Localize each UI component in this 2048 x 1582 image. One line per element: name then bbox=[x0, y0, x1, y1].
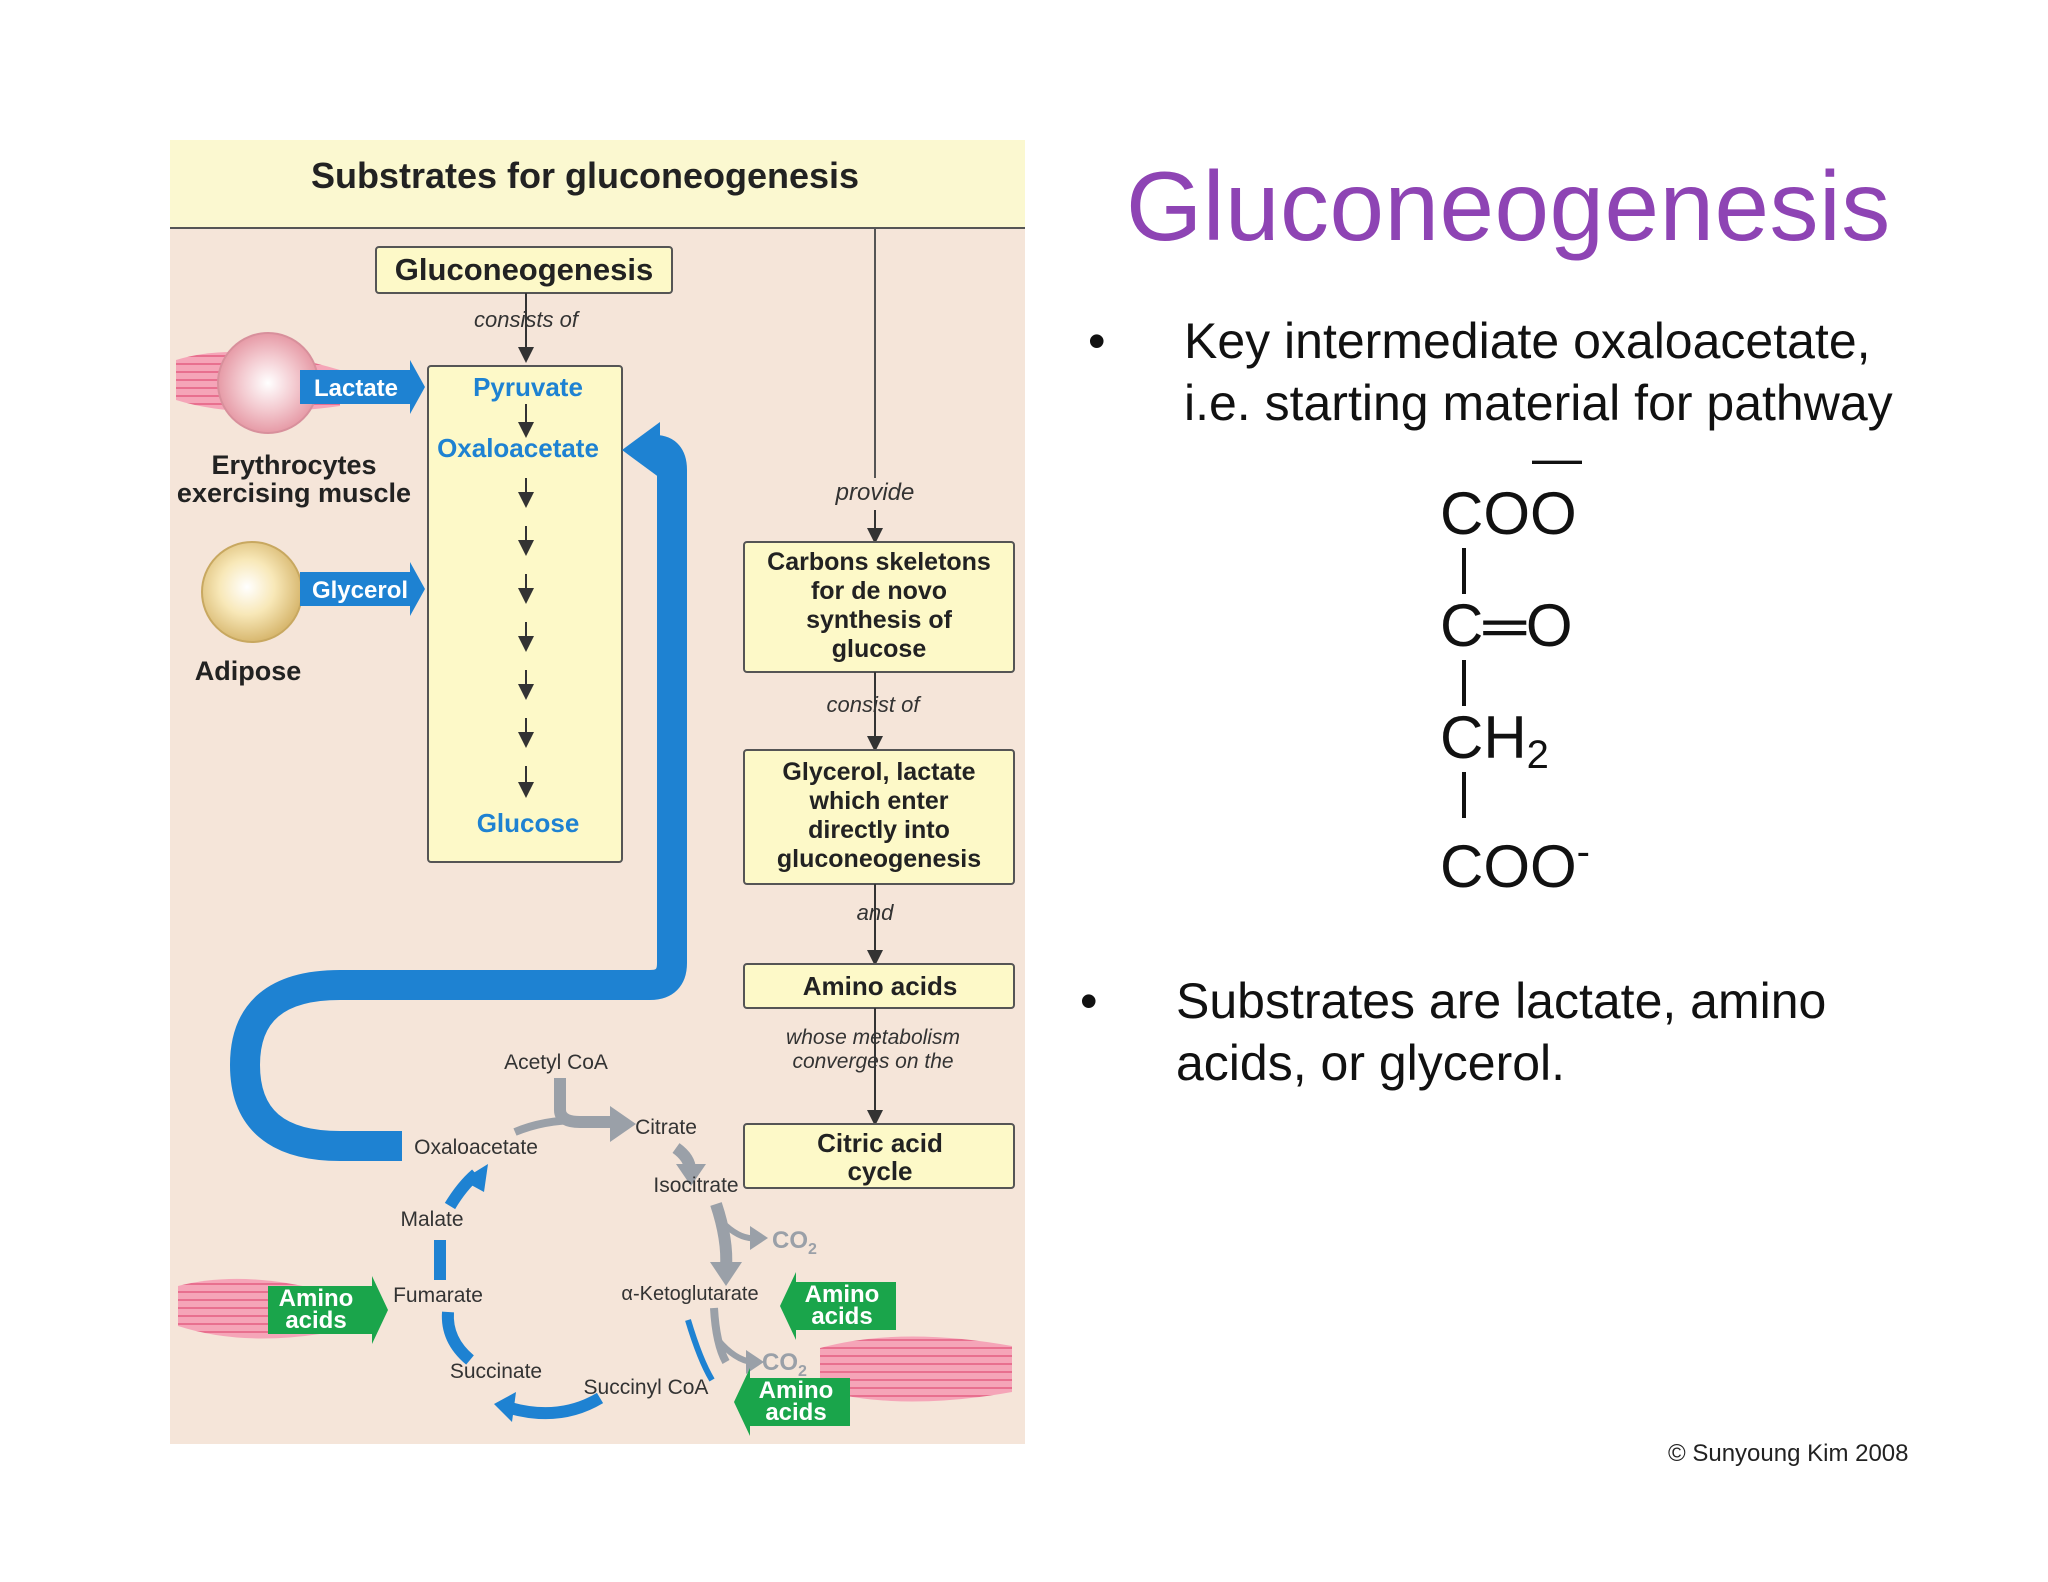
amino-arrow-left-icon bbox=[268, 1276, 388, 1344]
structure-bond-1 bbox=[1462, 548, 1466, 594]
succinate-label: Succinate bbox=[450, 1360, 542, 1383]
glycerol-label: Glycerol bbox=[312, 577, 408, 604]
structure-row-4: COO- bbox=[1440, 822, 1590, 897]
oxaloacetate-return-arrow bbox=[229, 435, 687, 1161]
slide-title: Gluconeogenesis bbox=[1126, 151, 1891, 261]
oxaloacetate-return-arrowhead bbox=[622, 422, 660, 478]
akg-label: α-Ketoglutarate bbox=[621, 1283, 758, 1305]
figure-header-band bbox=[170, 140, 1025, 228]
co2-branch-2-head bbox=[746, 1350, 764, 1374]
structure-o: O bbox=[1525, 592, 1573, 659]
bullet-2-line-1: Substrates are lactate, amino bbox=[1176, 973, 1827, 1029]
carbon-line2: for de novo bbox=[811, 577, 947, 605]
citric-acid-box bbox=[743, 1123, 1015, 1189]
amino-succinyl-line1: Amino bbox=[759, 1377, 834, 1404]
carbon-line3: synthesis of bbox=[806, 606, 953, 634]
malate-label: Malate bbox=[400, 1208, 463, 1231]
succinyl-label: Succinyl CoA bbox=[584, 1376, 709, 1399]
provide-label: provide bbox=[835, 479, 915, 506]
isocitrate-arrowhead bbox=[710, 1262, 742, 1286]
whose-line1: whose metabolism bbox=[786, 1026, 960, 1049]
glycerol-box-line4: gluconeogenesis bbox=[777, 845, 981, 873]
amino-left-line1: Amino bbox=[279, 1285, 354, 1312]
citric-line2: cycle bbox=[847, 1156, 912, 1186]
glycerol-box-line2: which enter bbox=[809, 787, 949, 815]
carbon-line4: glucose bbox=[832, 635, 927, 663]
gluco-box bbox=[375, 246, 673, 294]
amino-akg-line1: Amino bbox=[805, 1281, 880, 1308]
figure-header: Substrates for gluconeogenesis bbox=[311, 155, 859, 196]
muscle-fiber-right-icon bbox=[820, 1336, 1012, 1402]
glucose-label: Glucose bbox=[477, 808, 580, 838]
consists-of-label: consists of bbox=[474, 307, 581, 332]
adipose-label: Adipose bbox=[195, 656, 302, 686]
amino-left-line2: acids bbox=[285, 1307, 346, 1334]
structure-bond-2 bbox=[1462, 660, 1466, 706]
isocitrate-label: Isocitrate bbox=[653, 1174, 738, 1197]
structure-c: C bbox=[1440, 592, 1484, 659]
akg-to-succinyl-arrow bbox=[710, 1307, 730, 1364]
structure-coo-sup: - bbox=[1576, 830, 1590, 874]
acetyl-arrowhead bbox=[610, 1106, 636, 1142]
structure-coo: COO bbox=[1440, 833, 1577, 900]
akg-to-succinyl-blue-arc bbox=[685, 1319, 715, 1382]
pathway-oxaloacetate-label: Oxaloacetate bbox=[437, 433, 599, 463]
cycle-oxaloacetate-label: Oxaloacetate bbox=[414, 1136, 538, 1159]
erythro-line2: exercising muscle bbox=[177, 478, 411, 508]
co2-label-1: CO2 bbox=[772, 1227, 817, 1258]
succinyl-to-succinate-arrow bbox=[508, 1392, 604, 1420]
bullet-1-text: Key intermediate oxaloacetate, i.e. star… bbox=[1184, 310, 1893, 434]
adipose-cell-icon bbox=[201, 541, 303, 643]
amino-acids-box bbox=[743, 963, 1015, 1009]
co2-label-2: CO2 bbox=[762, 1349, 807, 1380]
structure-row-3: CH2 bbox=[1440, 708, 1549, 785]
bullet-1-line-2: i.e. starting material for pathway bbox=[1184, 375, 1893, 431]
acetyl-coa-label: Acetyl CoA bbox=[504, 1051, 608, 1074]
copyright: © Sunyoung Kim 2008 bbox=[1668, 1440, 1909, 1467]
amino-succinyl-line2: acids bbox=[765, 1399, 826, 1426]
erythro-line1: Erythrocytes bbox=[211, 450, 376, 480]
bullet-1-marker: • bbox=[1088, 313, 1106, 369]
co2-branch-1-head bbox=[750, 1226, 768, 1250]
glycerol-box-line3: directly into bbox=[808, 816, 950, 844]
citrate-label: Citrate bbox=[635, 1116, 697, 1139]
amino-acids-box-label: Amino acids bbox=[803, 971, 958, 1001]
bullet-2-line-2: acids, or glycerol. bbox=[1176, 1035, 1566, 1091]
amino-arrow-akg-icon bbox=[780, 1272, 896, 1340]
oxalo-to-citrate-gray-arrow bbox=[513, 1115, 611, 1136]
structure-bar: — bbox=[1532, 430, 1582, 486]
fumarate-label: Fumarate bbox=[393, 1284, 483, 1307]
bullet-1-line-1: Key intermediate oxaloacetate, bbox=[1184, 313, 1871, 369]
structure-ch-sub: 2 bbox=[1526, 733, 1549, 777]
citrate-arrowhead bbox=[676, 1164, 706, 1186]
bullet-2-marker: • bbox=[1080, 973, 1098, 1029]
amino-arrow-succinyl-icon bbox=[734, 1368, 850, 1436]
carbon-box bbox=[743, 541, 1015, 673]
malate-arrowhead bbox=[462, 1164, 488, 1192]
structure-row-2: C═O bbox=[1440, 596, 1573, 656]
gluco-box-label: Gluconeogenesis bbox=[395, 252, 653, 287]
succinate-to-fumarate-arrow bbox=[441, 1311, 475, 1365]
whose-line2: converges on the bbox=[792, 1050, 953, 1073]
structure-double-bond: ═ bbox=[1483, 592, 1526, 659]
glycerol-box-line1: Glycerol, lactate bbox=[782, 758, 975, 786]
carbon-line1: Carbons skeletons bbox=[767, 548, 991, 576]
glycerol-arrow-icon bbox=[300, 562, 425, 616]
bullet-2-text: Substrates are lactate, amino acids, or … bbox=[1176, 970, 1826, 1094]
citric-line1: Citric acid bbox=[817, 1128, 943, 1158]
lactate-arrow-icon bbox=[300, 360, 425, 414]
pathway-box bbox=[427, 365, 623, 863]
structure-row-1: COO bbox=[1440, 480, 1577, 547]
pyruvate-label: Pyruvate bbox=[473, 372, 583, 402]
lactate-label: Lactate bbox=[314, 375, 398, 402]
structure-bond-3 bbox=[1462, 772, 1466, 818]
structure-ch: CH bbox=[1440, 704, 1527, 771]
succinyl-arrowhead bbox=[494, 1392, 516, 1422]
amino-akg-line2: acids bbox=[811, 1303, 872, 1330]
glycerol-lactate-box bbox=[743, 749, 1015, 885]
